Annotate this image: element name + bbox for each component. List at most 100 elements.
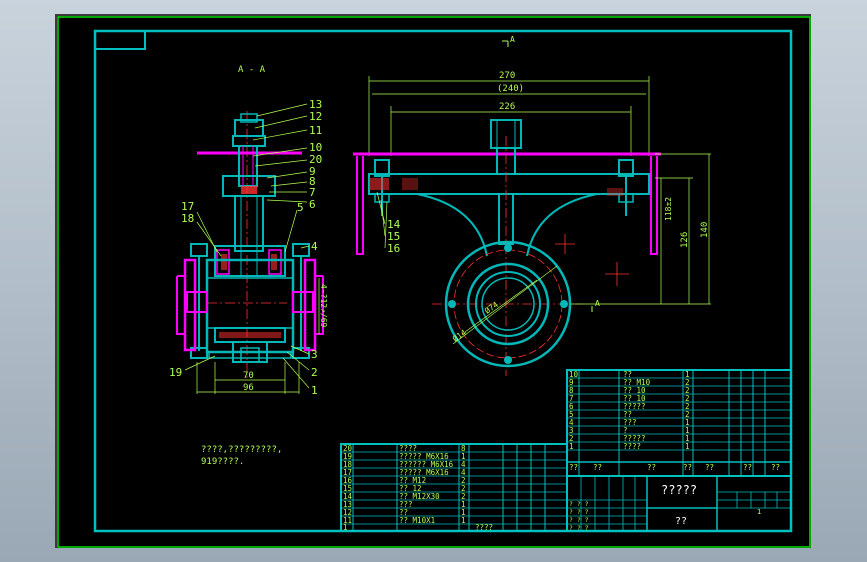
note-line-2: 919????. xyxy=(201,457,244,467)
cell: 10 xyxy=(569,370,579,379)
balloon: 5 xyxy=(297,201,304,214)
header-cell: ?? xyxy=(569,463,578,472)
cell: 1 xyxy=(461,508,466,517)
cell: ????? xyxy=(623,434,646,443)
section-label: A - A xyxy=(238,65,266,75)
cell: ?? 10 xyxy=(623,394,646,403)
balloon: 9 xyxy=(309,165,316,178)
cell: ???? xyxy=(399,444,417,453)
dim-bore-b: Ø14 xyxy=(450,327,468,344)
balloon: 8 xyxy=(309,175,316,188)
dim-height-c: 140 xyxy=(700,222,710,238)
cell: 2 xyxy=(569,434,574,443)
cell: ????? xyxy=(623,402,646,411)
left-side-dim: 4-?12↗/69 xyxy=(319,284,328,328)
parts-list-right: 10 ?? 1 9 ?? M10 2 8 ?? 10 2 7 ?? 10 2 6… xyxy=(566,369,792,477)
section-marker-bottom: A xyxy=(595,299,600,308)
cell: 1 xyxy=(343,523,348,532)
cell: 15 xyxy=(343,484,352,493)
balloon: 6 xyxy=(309,198,316,211)
cell: 20 xyxy=(343,444,353,453)
cell: 11 xyxy=(343,516,352,525)
balloon: 19 xyxy=(169,366,182,379)
cell: ?? M12 xyxy=(399,476,426,485)
cad-viewport[interactable]: A - A A A xyxy=(55,14,811,548)
cell: 1 xyxy=(461,452,466,461)
cell: 2 xyxy=(685,386,690,395)
balloon: 3 xyxy=(311,348,318,361)
balloon: 18 xyxy=(181,212,194,225)
cell: 17 xyxy=(343,468,352,477)
dim-top-overall: 270 xyxy=(499,71,515,81)
sheet-cell: 1 xyxy=(757,508,761,516)
cell: 2 xyxy=(461,484,466,493)
balloon: 11 xyxy=(309,124,322,137)
cell: 14 xyxy=(343,492,353,501)
sheet-border xyxy=(57,16,811,548)
cell: 12 xyxy=(343,508,352,517)
balloon: 15 xyxy=(387,230,400,243)
front-view-right: 270 (240) 226 xyxy=(353,71,711,376)
cell: 16 xyxy=(343,476,353,485)
cell: ?? xyxy=(623,370,632,379)
small-cell: ? ? ? xyxy=(569,508,589,516)
cell: 1 xyxy=(685,434,690,443)
parts-list-left: 20 ???? 8 19 ????? M6X16 1 18 ?????? M6X… xyxy=(340,443,568,532)
small-cell: ? ? ? xyxy=(569,516,589,524)
dim-top-third: 226 xyxy=(499,102,515,112)
small-cell: ? ? ? xyxy=(569,524,589,532)
cell: ?? M10X1 xyxy=(399,516,435,525)
cell: 1 xyxy=(685,442,690,451)
drawing-sheet: A - A A A xyxy=(57,16,811,548)
cell: ?? M12X30 xyxy=(399,492,440,501)
cell: 5 xyxy=(569,410,574,419)
title-block: ????? ?? ? ? ? ? ? ? ? ? ? ? ? ? 1 xyxy=(566,475,792,532)
balloon: 2 xyxy=(311,366,318,379)
cell: ?? 10 xyxy=(623,386,646,395)
balloon: 13 xyxy=(309,98,322,111)
cell: 8 xyxy=(569,386,574,395)
cell: ? xyxy=(623,426,628,435)
cell: 1 xyxy=(685,426,690,435)
cell: ???? xyxy=(475,523,493,532)
header-cell: ?? xyxy=(771,463,780,472)
header-cell: ?? xyxy=(743,463,752,472)
balloon: 10 xyxy=(309,141,322,154)
cell: 6 xyxy=(569,402,574,411)
cell: 3 xyxy=(569,426,574,435)
unit-label: ?? xyxy=(675,516,687,527)
note-line-1: ????,?????????, xyxy=(201,445,282,455)
cell: 4 xyxy=(461,468,466,477)
dim-top-second: (240) xyxy=(497,84,524,94)
cell: ??? xyxy=(623,418,637,427)
cell: ?? M10 xyxy=(623,378,651,387)
cell: 4 xyxy=(461,460,466,469)
cell: ???? xyxy=(623,442,641,451)
left-balloons: 13 12 11 10 20 9 8 7 6 5 4 17 18 19 3 2 … xyxy=(169,98,322,397)
balloon: 12 xyxy=(309,110,322,123)
dim-bottom-outer: 96 xyxy=(243,383,254,393)
cell: 1 xyxy=(569,442,574,451)
cell: 2 xyxy=(461,476,466,485)
balloon: 14 xyxy=(387,218,401,231)
balloon: 1 xyxy=(311,384,318,397)
right-balloons: 14 15 16 xyxy=(387,218,401,255)
cell: 9 xyxy=(569,378,574,387)
cell: 2 xyxy=(461,492,466,501)
cell: 18 xyxy=(343,460,353,469)
cell: 1 xyxy=(685,370,690,379)
dim-bottom-inner: 70 xyxy=(243,371,254,381)
cell: 4 xyxy=(569,418,574,427)
section-view-left: 4-?12↗/69 70 96 xyxy=(176,103,328,394)
corner-box xyxy=(94,30,146,50)
cell: 8 xyxy=(461,444,466,453)
cell: ?? 12 xyxy=(399,484,422,493)
cell: 2 xyxy=(685,402,690,411)
cell: 13 xyxy=(343,500,352,509)
cell: 1 xyxy=(461,516,466,525)
cell: 2 xyxy=(685,394,690,403)
cell: ????? M6X16 xyxy=(399,468,449,477)
cell: 1 xyxy=(685,418,690,427)
cell: 7 xyxy=(569,394,574,403)
section-marker-top: A xyxy=(510,35,515,44)
